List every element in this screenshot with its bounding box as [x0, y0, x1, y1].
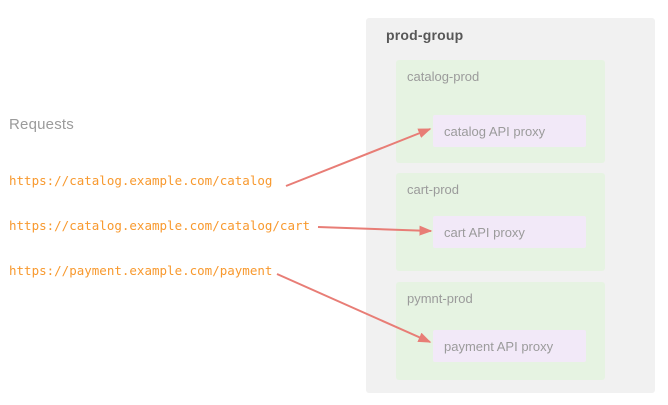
request-url-payment: https://payment.example.com/payment — [9, 263, 273, 278]
api-proxy-cart: cart API proxy — [433, 216, 586, 248]
environment-cart-prod: cart-prod cart API proxy — [396, 173, 605, 271]
api-proxy-catalog: catalog API proxy — [433, 115, 586, 147]
requests-heading: Requests — [9, 116, 74, 133]
environment-label: catalog-prod — [407, 69, 480, 84]
environment-label: pymnt-prod — [407, 291, 473, 306]
request-url-catalog: https://catalog.example.com/catalog — [9, 173, 273, 188]
environment-group-box: prod-group catalog-prod catalog API prox… — [366, 18, 655, 393]
request-url-catalog-cart: https://catalog.example.com/catalog/cart — [9, 218, 311, 233]
environment-label: cart-prod — [407, 182, 460, 197]
api-proxy-payment: payment API proxy — [433, 330, 586, 362]
environment-group-title: prod-group — [386, 27, 464, 43]
environment-pymnt-prod: pymnt-prod payment API proxy — [396, 282, 605, 380]
environment-catalog-prod: catalog-prod catalog API proxy — [396, 60, 605, 163]
